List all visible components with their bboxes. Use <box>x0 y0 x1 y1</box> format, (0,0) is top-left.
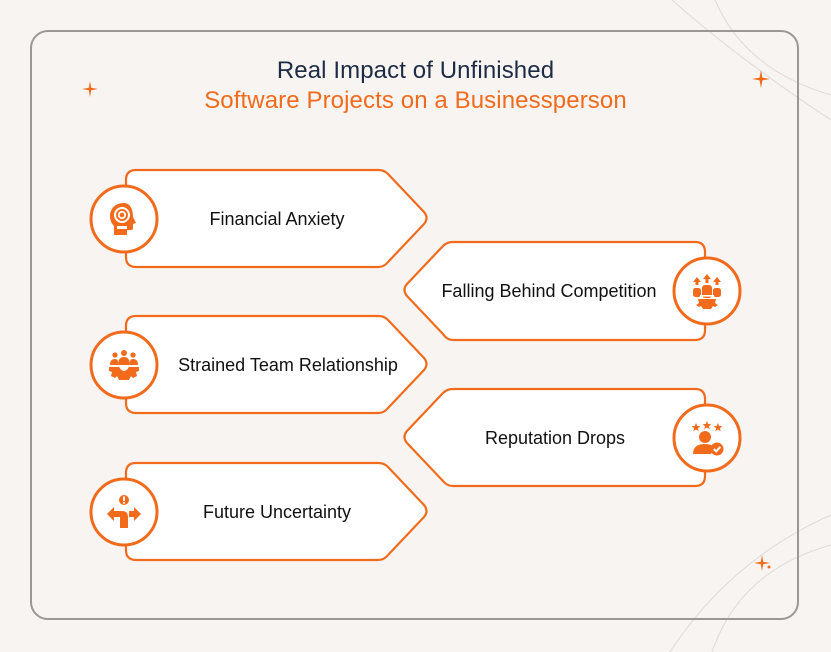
content-frame <box>30 30 799 620</box>
item-label-financial-anxiety: Financial Anxiety <box>209 209 345 229</box>
title-line-2: Software Projects on a Businessperson <box>204 87 627 114</box>
title-line-1: Real Impact of Unfinished <box>276 57 555 84</box>
team-gear-icon <box>109 350 139 380</box>
card-shape-financial-anxiety <box>124 168 428 269</box>
person-stars-check-icon <box>691 421 724 456</box>
crossroads-alert-icon <box>107 495 141 528</box>
item-label-falling-behind-competition: Falling Behind Competition <box>441 281 657 301</box>
item-label-future-uncertainty: Future Uncertainty <box>202 502 352 522</box>
card-shape-strained-team <box>124 314 428 415</box>
item-label-strained-team-relationship: Strained Team Relationship <box>178 355 398 375</box>
card-shape-reputation <box>403 387 707 488</box>
card-shape-falling-behind <box>403 240 707 342</box>
head-spiral-icon <box>110 203 136 235</box>
growth-gear-team-icon <box>693 274 721 309</box>
item-label-reputation-drops: Reputation Drops <box>484 428 626 448</box>
card-shape-future <box>124 461 428 562</box>
